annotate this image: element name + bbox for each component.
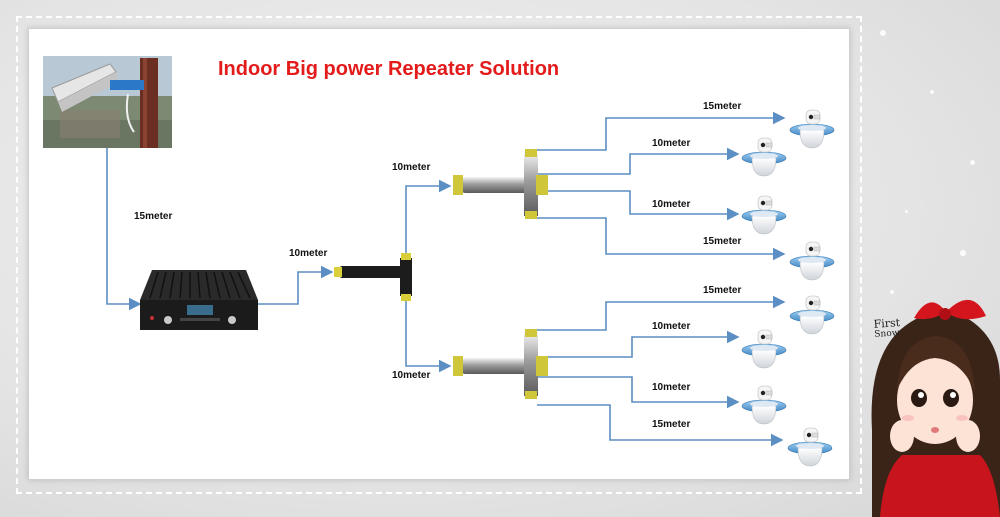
ceiling-antenna-icon (789, 109, 835, 149)
snowflake (930, 90, 934, 94)
snowflake (960, 250, 966, 256)
label-lower-branch-2: 10meter (652, 321, 691, 332)
lower-coupler (453, 329, 548, 399)
label-lower-branch-1: 15meter (703, 285, 742, 296)
label-upper-branch-2: 10meter (652, 138, 691, 149)
outdoor-panel-antenna (43, 56, 172, 148)
label-lower-branch-4: 15meter (652, 419, 691, 430)
snowflake (970, 160, 975, 165)
snowflake (880, 30, 886, 36)
diagram-title: Indoor Big power Repeater Solution (218, 58, 560, 80)
caption-line-2: Snow (874, 328, 900, 340)
ceiling-antenna-icon (741, 137, 787, 177)
decoration-caption: First Snow (873, 316, 901, 341)
ceiling-antenna-icon (741, 195, 787, 235)
snowflake (890, 290, 894, 294)
label-lower-branch-3: 10meter (652, 382, 691, 393)
label-antenna-to-repeater: 15meter (134, 211, 173, 222)
label-splitter-to-lower-coupler: 10meter (392, 370, 431, 381)
label-upper-branch-4: 15meter (703, 236, 742, 247)
repeater-unit (140, 270, 258, 330)
label-splitter-to-upper-coupler: 10meter (392, 162, 431, 173)
ceiling-antenna-icon (741, 329, 787, 369)
ceiling-antenna-icon (789, 241, 835, 281)
label-upper-branch-1: 15meter (703, 101, 742, 112)
girl-illustration (871, 299, 1000, 517)
label-repeater-to-splitter: 10meter (289, 248, 328, 259)
cable-lines (106, 111, 786, 447)
outer-dashed-frame (16, 16, 862, 494)
ceiling-antenna-icon (741, 385, 787, 425)
upper-coupler (453, 149, 548, 219)
snowflake (905, 210, 908, 213)
ceiling-antenna-icon (787, 427, 833, 467)
ceiling-antenna-icon (789, 295, 835, 335)
power-splitter (334, 253, 412, 301)
label-upper-branch-3: 10meter (652, 199, 691, 210)
